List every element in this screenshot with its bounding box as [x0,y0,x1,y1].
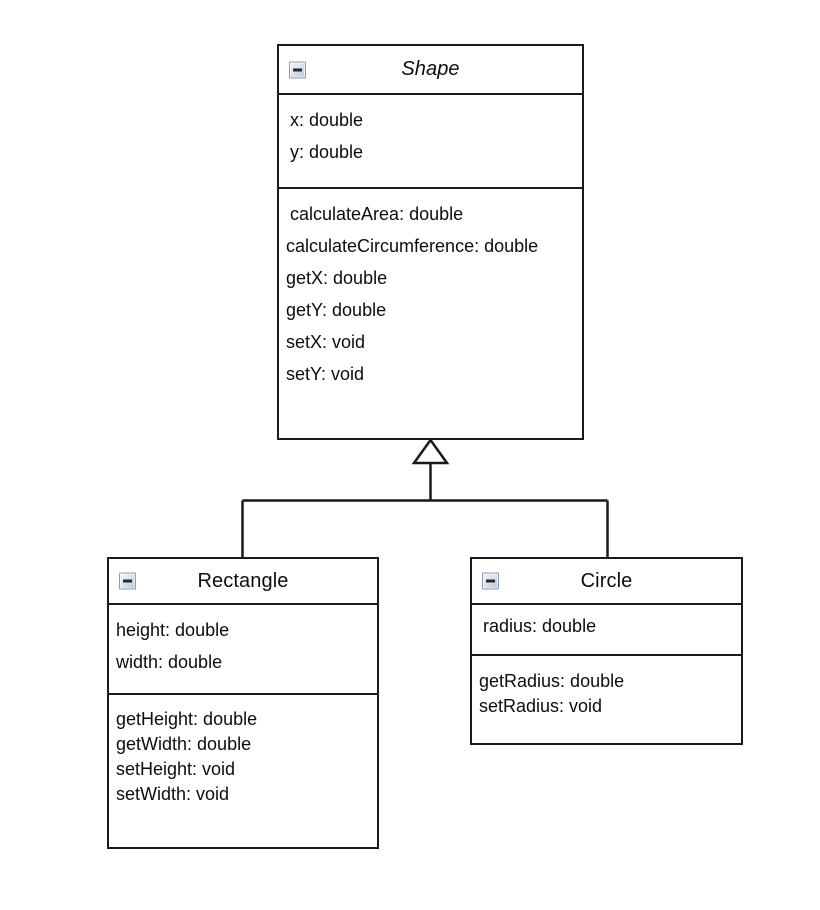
method-item: setY: void [286,364,365,384]
method-item: calculateArea: double [290,204,464,224]
method-item: getWidth: double [116,733,252,754]
class-title-shape: Shape [401,58,460,80]
class-title-rectangle: Rectangle [197,569,289,592]
class-attributes-circle: radius: double [472,605,741,656]
class-header-rectangle: Rectangle [109,559,377,605]
attribute-item: width: double [116,652,223,672]
attribute-item: x: double [290,110,364,130]
class-attributes-shape: x: double y: double [279,95,582,189]
method-item: calculateCircumference: double [286,236,539,256]
collapse-minus-icon[interactable] [289,61,306,78]
class-methods-circle: getRadius: double setRadius: void [472,656,741,743]
collapse-minus-icon[interactable] [119,572,136,590]
method-item: setWidth: void [116,783,230,804]
class-box-circle[interactable]: Circle radius: double getRadius: double … [470,557,743,745]
method-item: setX: void [286,332,366,352]
method-item: getHeight: double [116,708,258,729]
class-header-circle: Circle [472,559,741,605]
class-attributes-rectangle: height: double width: double [109,605,377,695]
class-methods-rectangle: getHeight: double getWidth: double setHe… [109,695,377,847]
class-title-circle: Circle [580,569,633,592]
method-item: setHeight: void [116,758,236,779]
method-item: setRadius: void [479,695,603,716]
attribute-item: y: double [290,142,364,162]
attribute-item: height: double [116,620,230,640]
method-item: getRadius: double [479,670,625,691]
method-item: getX: double [286,268,388,288]
method-item: getY: double [286,300,387,320]
class-box-rectangle[interactable]: Rectangle height: double width: double g… [107,557,379,849]
class-methods-shape: calculateArea: double calculateCircumfer… [279,189,582,438]
attribute-item: radius: double [483,616,597,636]
class-box-shape[interactable]: Shape x: double y: double calculateArea:… [277,44,584,440]
collapse-minus-icon[interactable] [482,572,499,590]
class-header-shape: Shape [279,46,582,95]
inheritance-triangle-icon [411,437,450,465]
